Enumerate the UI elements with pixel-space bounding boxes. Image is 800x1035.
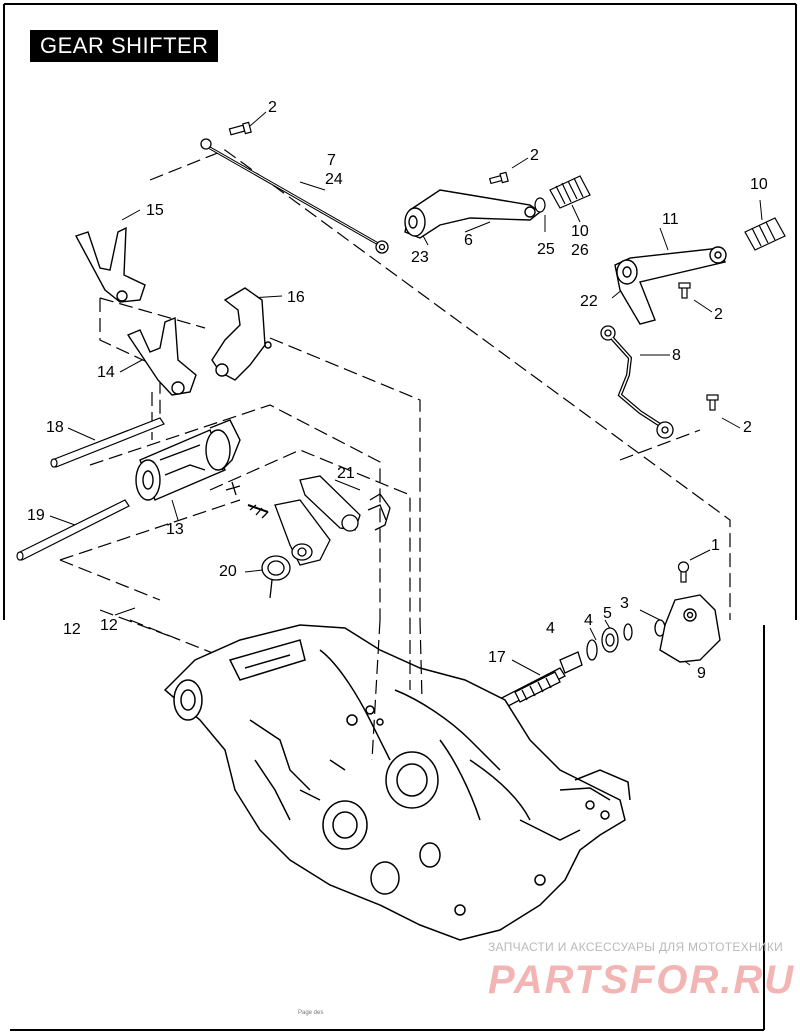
callout-2: 2 [268, 99, 277, 116]
callout-1: 1 [711, 537, 720, 554]
spring-part-20 [225, 481, 291, 599]
callout-9: 9 [697, 665, 706, 682]
callout-19: 19 [27, 507, 45, 524]
callout-21: 21 [337, 465, 355, 482]
callout-12: 12 [63, 621, 81, 638]
shift-drum-part-13 [135, 419, 241, 501]
watermark-logo: PARTSFOR.RU [488, 958, 796, 1002]
callout-7: 7 [327, 152, 336, 169]
watermark: ЗАПЧАСТИ И АКСЕССУАРЫ ДЛЯ МОТОТЕХНИКИ PA… [488, 940, 796, 1003]
case-drop-lines [371, 619, 423, 761]
heel-lever-part-11 [614, 246, 727, 325]
callout-5: 5 [603, 605, 612, 622]
crankcase [163, 624, 631, 941]
callout-11: 11 [662, 211, 679, 228]
callout-25: 25 [537, 241, 555, 258]
callout-2: 2 [743, 419, 752, 436]
callout-6: 6 [464, 232, 473, 249]
seal-and-washers-parts-3-5 [586, 619, 666, 661]
callout-23: 23 [411, 249, 429, 266]
frame-border [3, 3, 797, 1031]
linkage-rod-part-8 [600, 325, 674, 439]
shift-fork-part-14 [126, 316, 197, 396]
callout-10: 10 [571, 223, 589, 240]
callout-26: 26 [571, 242, 589, 259]
callout-17: 17 [488, 649, 506, 666]
fork-shaft-part-19 [16, 499, 130, 561]
bolt-part-2 [228, 121, 719, 583]
shift-fork-part-15 [74, 226, 146, 303]
callout-14: 14 [97, 364, 115, 381]
callout-leader-lines [49, 111, 763, 676]
callout-10: 10 [750, 176, 768, 193]
shift-fork-part-16 [211, 287, 272, 381]
callout-4: 4 [584, 612, 593, 629]
callout-2: 2 [714, 306, 723, 323]
watermark-subtitle: ЗАПЧАСТИ И АКСЕССУАРЫ ДЛЯ МОТОТЕХНИКИ [488, 940, 784, 954]
callout-2: 2 [530, 147, 539, 164]
callout-24: 24 [325, 171, 343, 188]
shifter-pawl-part-21 [274, 475, 391, 566]
callout-16: 16 [287, 289, 305, 306]
page-title: GEAR SHIFTER [30, 30, 218, 62]
shift-rod-part-7 [200, 138, 389, 254]
footpeg-rubber-part-10-right [744, 217, 786, 251]
shift-lever-part-6 [404, 189, 542, 239]
shifter-housing-part-9 [659, 594, 721, 663]
footpeg-rubber-part-10 [534, 175, 591, 213]
callout-20: 20 [219, 563, 237, 580]
callout-8: 8 [672, 347, 681, 364]
callout-12: 12 [100, 617, 118, 634]
page-footer-note: Page des [298, 1010, 324, 1016]
callout-13: 13 [166, 521, 184, 538]
callout-22: 22 [580, 293, 598, 310]
callout-15: 15 [146, 202, 164, 219]
fork-shaft-part-18 [50, 417, 165, 468]
callout-4: 4 [546, 620, 555, 637]
callout-18: 18 [46, 419, 64, 436]
callout-3: 3 [620, 595, 629, 612]
